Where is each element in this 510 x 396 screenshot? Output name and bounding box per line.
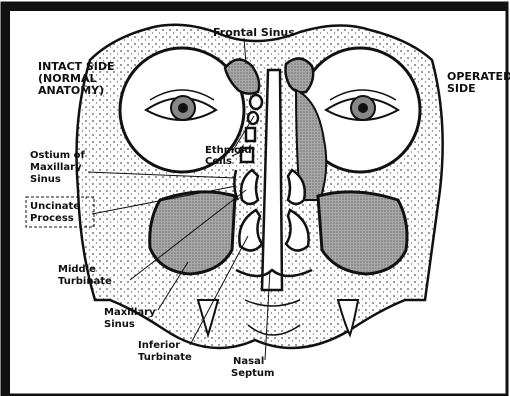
label-ethmoid-2: Cells (205, 156, 232, 167)
label-ostium-2: Maxillary (30, 162, 82, 173)
label-ostium-3: Sinus (30, 174, 61, 185)
right-maxillary-sinus (318, 192, 407, 274)
frontal-sinus-right (286, 58, 314, 92)
left-maxillary-sinus (150, 192, 235, 274)
left-bar (2, 3, 10, 395)
label-inferior-turbinate-2: Turbinate (138, 352, 192, 363)
label-frontal-sinus: Frontal Sinus (213, 26, 295, 39)
label-operated-2: SIDE (447, 82, 476, 95)
label-maxillary-2: Sinus (104, 319, 135, 330)
label-nasal-septum-1: Nasal (233, 356, 264, 367)
label-intact-side-3: ANATOMY) (38, 84, 104, 97)
label-ethmoid-1: Ethmoid (205, 145, 252, 156)
label-uncinate-1: Uncinate (30, 201, 80, 212)
label-inferior-turbinate-1: Inferior (138, 340, 180, 351)
label-middle-turbinate-2: Turbinate (58, 276, 112, 287)
label-ostium-1: Ostium of (30, 150, 86, 161)
label-uncinate-2: Process (30, 213, 74, 224)
top-bar (2, 3, 507, 11)
label-middle-turbinate-1: Middle (58, 264, 96, 275)
label-maxillary-1: Maxillary (104, 307, 156, 318)
label-nasal-septum-2: Septum (231, 368, 274, 379)
